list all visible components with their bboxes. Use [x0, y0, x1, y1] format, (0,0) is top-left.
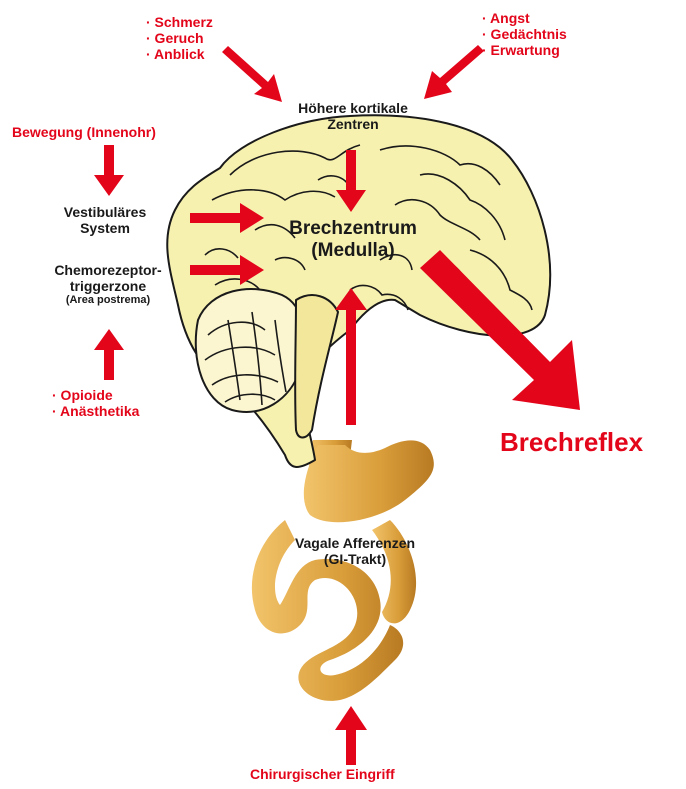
arrow-sensory-to-cortex	[222, 46, 282, 102]
trigger-pain: · Schmerz	[146, 14, 213, 30]
cortical-centers-label: Höhere kortikale Zentren	[268, 100, 438, 132]
motion-label: Bewegung (Innenohr)	[12, 124, 156, 140]
vomiting-center-label: Brechzentrum (Medulla)	[258, 218, 448, 262]
arrow-surgery-to-gut	[335, 706, 367, 765]
arrow-vagal-to-center	[335, 288, 367, 425]
brain-illustration	[167, 115, 550, 467]
vestibular-label: Vestibuläres System	[30, 204, 180, 236]
trigger-list-sensory: · Schmerz · Geruch · Anblick	[146, 14, 213, 62]
gi-tract-illustration	[252, 440, 434, 701]
trigger-smell: · Geruch	[146, 30, 213, 46]
trigger-memory: · Gedächtnis	[482, 26, 567, 42]
trigger-fear: · Angst	[482, 10, 567, 26]
arrow-emotion-to-cortex	[424, 45, 484, 99]
arrow-motion-to-vestibular	[94, 145, 124, 196]
trigger-expectation: · Erwartung	[482, 42, 567, 58]
trigger-opioids: · Opioide	[52, 387, 139, 403]
vagal-afferents-label: Vagale Afferenzen (GI-Trakt)	[262, 535, 448, 567]
surgery-label: Chirurgischer Eingriff	[250, 766, 395, 782]
trigger-list-drugs: · Opioide · Anästhetika	[52, 387, 139, 419]
trigger-list-emotional: · Angst · Gedächtnis · Erwartung	[482, 10, 567, 58]
arrow-drugs-to-ctz	[94, 329, 124, 380]
trigger-sight: · Anblick	[146, 46, 213, 62]
ctz-label: Chemorezeptor- triggerzone (Area postrem…	[22, 262, 194, 307]
trigger-anesthetics: · Anästhetika	[52, 403, 139, 419]
vomiting-reflex-label: Brechreflex	[500, 428, 643, 458]
